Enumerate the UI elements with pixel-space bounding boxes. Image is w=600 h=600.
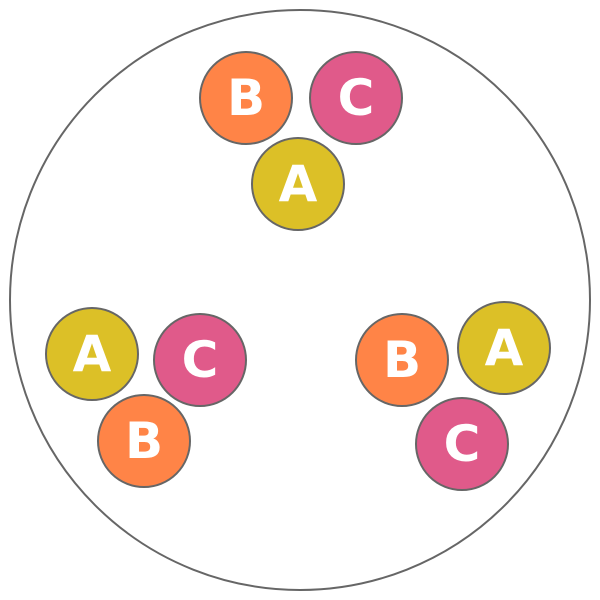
node-label: C [444,415,481,473]
node: B [355,313,449,407]
node-circle-c [415,397,509,491]
node-label: A [485,319,524,377]
node-label: C [338,69,375,127]
node: B [97,394,191,488]
node-circle-b [97,394,191,488]
node-circle-b [355,313,449,407]
node-circle-c [153,313,247,407]
node-label: A [73,325,112,383]
node-circle-c [309,51,403,145]
group-top: B C A [199,51,403,231]
node: A [457,301,551,395]
node: C [153,313,247,407]
node-circle-a [251,137,345,231]
node-label: C [182,331,219,389]
node-label: B [125,412,163,470]
node-label: B [227,69,265,127]
node-label: A [279,155,318,213]
node: A [45,307,139,401]
group-right: B A C [355,301,551,491]
node: B [199,51,293,145]
node-circle-a [457,301,551,395]
outer-circle [9,9,591,591]
node: C [309,51,403,145]
node: A [251,137,345,231]
node: C [415,397,509,491]
node-circle-b [199,51,293,145]
group-left: A C B [45,307,247,488]
node-label: B [383,331,421,389]
node-circle-a [45,307,139,401]
